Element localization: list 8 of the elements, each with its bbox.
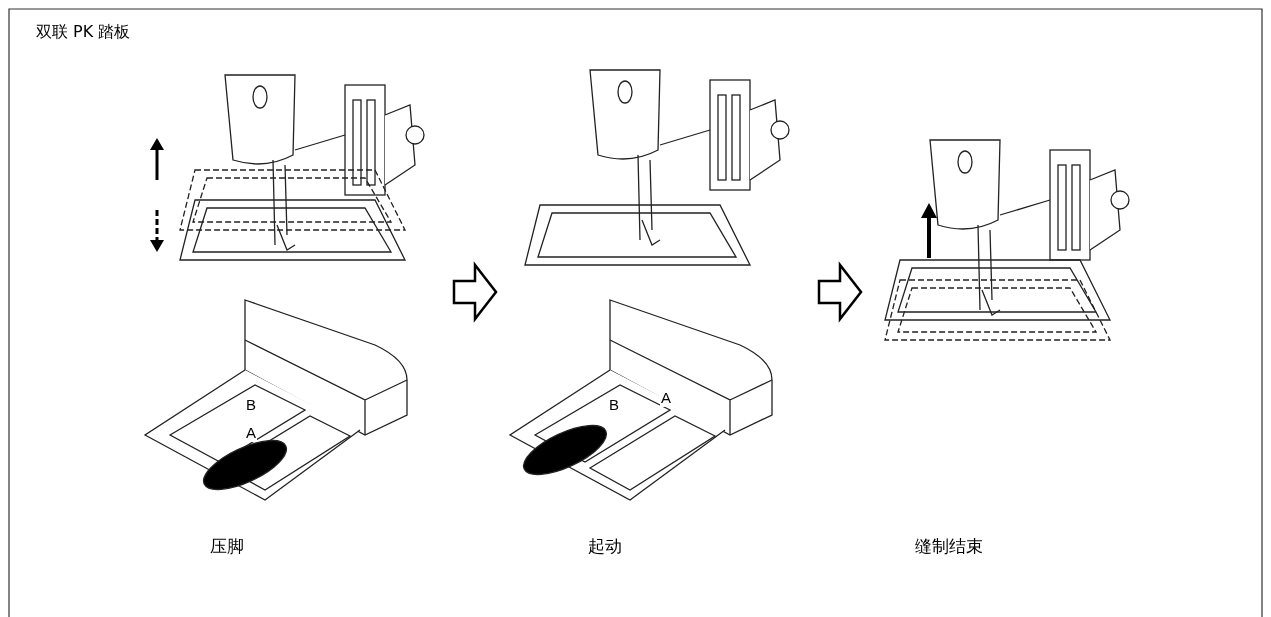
hollow-arrow <box>452 261 498 323</box>
step-caption: 起动 <box>588 535 622 558</box>
pedal-letter: A <box>245 425 257 442</box>
title: 双联 PK 踏板 <box>36 22 131 43</box>
hollow-arrow <box>817 261 863 323</box>
pedal-letter: A <box>660 390 672 407</box>
step-caption: 压脚 <box>210 535 244 558</box>
step-caption: 缝制结束 <box>915 535 983 558</box>
